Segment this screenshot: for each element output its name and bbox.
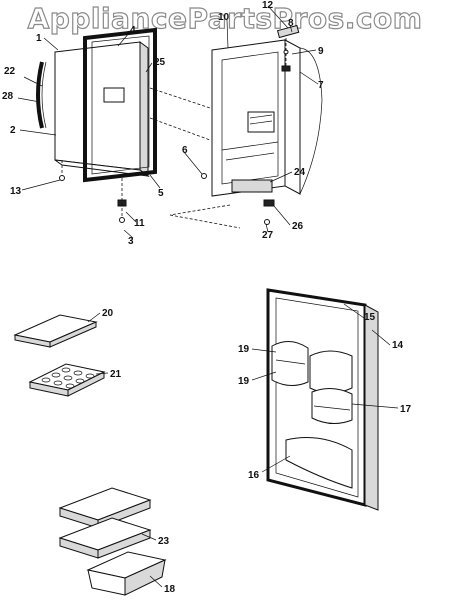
- callout-19-upper: 19: [238, 344, 250, 355]
- callout-28: 28: [2, 91, 14, 102]
- fresh-food-door: [266, 288, 379, 511]
- tray-cover: [13, 314, 98, 348]
- callout-27: 27: [262, 230, 274, 241]
- callout-25: 25: [154, 57, 166, 68]
- door-hardware: [59, 87, 211, 223]
- callout-7: 7: [318, 80, 324, 91]
- callout-19-lower: 19: [238, 376, 250, 387]
- callout-15: 15: [364, 312, 376, 323]
- callout-8: 8: [288, 18, 294, 29]
- callout-5: 5: [158, 188, 164, 199]
- callout-16: 16: [248, 470, 260, 481]
- freezer-door: [54, 41, 150, 177]
- callout-2: 2: [10, 125, 16, 136]
- door-handle: [36, 61, 47, 129]
- callout-21: 21: [110, 369, 122, 380]
- top-hinge: [276, 24, 300, 72]
- callout-24: 24: [294, 167, 306, 178]
- ice-bin: [86, 551, 167, 596]
- cabinet: [169, 39, 323, 229]
- callout-4: 4: [130, 25, 136, 36]
- callout-9: 9: [318, 46, 324, 57]
- callout-10: 10: [218, 12, 230, 23]
- callout-14: 14: [392, 340, 404, 351]
- callout-13: 13: [10, 186, 22, 197]
- callout-23: 23: [158, 536, 170, 547]
- leader-lines: [17, 5, 399, 588]
- callout-22: 22: [4, 66, 16, 77]
- door-gasket: [83, 27, 157, 183]
- callout-18: 18: [164, 584, 176, 595]
- callout-3: 3: [128, 236, 134, 247]
- callout-20: 20: [102, 308, 114, 319]
- callout-26: 26: [292, 221, 304, 232]
- callout-17: 17: [400, 404, 412, 415]
- callout-11: 11: [134, 218, 145, 229]
- egg-tray: [28, 363, 106, 397]
- ice-trays: [58, 487, 152, 559]
- callout-labels: 1 2 3 4 5 6 7 8 9 10 11 12 13 14 15 16 1…: [2, 0, 412, 595]
- callout-6: 6: [182, 145, 188, 156]
- callout-1: 1: [36, 33, 42, 44]
- callout-12: 12: [262, 0, 274, 11]
